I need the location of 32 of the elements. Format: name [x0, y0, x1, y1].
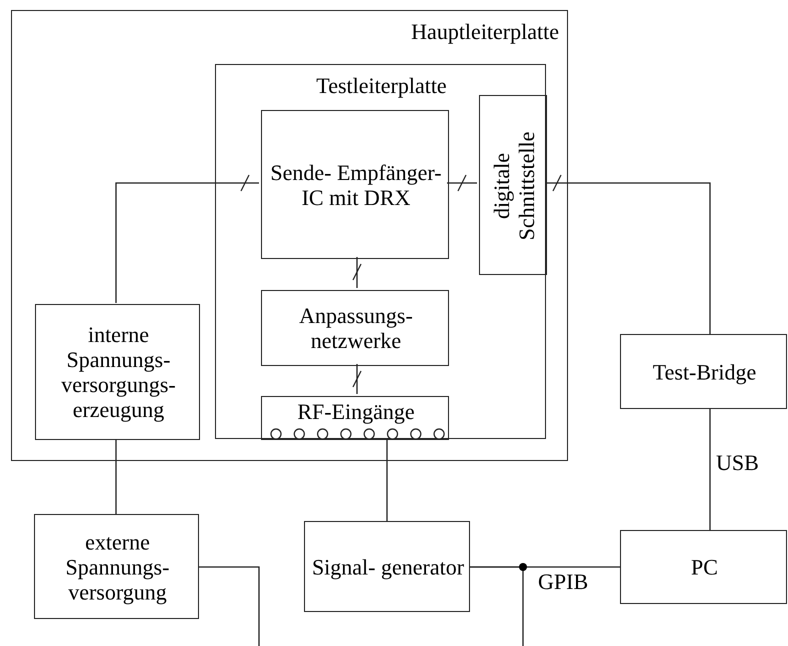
process-box: [35, 304, 200, 440]
connector-line: [447, 182, 477, 184]
block-label: interne Spannungs- versorgungs- erzeugung: [60, 322, 177, 422]
block-label: Signal- generator: [310, 554, 466, 579]
connector-line: [356, 364, 358, 394]
connector-line: [115, 182, 259, 303]
block-label: digitale Schnittstelle: [489, 130, 539, 242]
connector-line: [386, 438, 388, 521]
board-label: Hauptleiterplatte: [411, 19, 559, 44]
block-label: Anpassungs- netzwerke: [298, 303, 414, 353]
process-box: [304, 521, 470, 612]
board-label: Testleiterplatte: [315, 73, 448, 98]
process-box: [261, 110, 449, 259]
process-box: [479, 95, 547, 275]
block-label: PC: [690, 554, 719, 580]
block-label: RF-Eingänge: [296, 399, 416, 424]
connector-block: [261, 396, 449, 440]
board-outline: [215, 64, 546, 439]
process-box: [620, 334, 787, 409]
block-label: Test-Bridge: [652, 359, 758, 384]
connector-line: [470, 566, 524, 646]
process-box: [34, 514, 199, 619]
block-label: externe Spannungs- versorgung: [64, 529, 170, 604]
connector-line: [199, 566, 260, 646]
connector-line: [709, 409, 711, 530]
connector-line: [545, 182, 711, 334]
process-box: [261, 290, 449, 366]
connector-line: [356, 257, 358, 288]
process-box: [620, 530, 787, 604]
block-label: Sende- Empfänger-IC mit DRX: [269, 160, 443, 210]
connector-line: [115, 439, 117, 514]
board-outline: [11, 10, 568, 461]
